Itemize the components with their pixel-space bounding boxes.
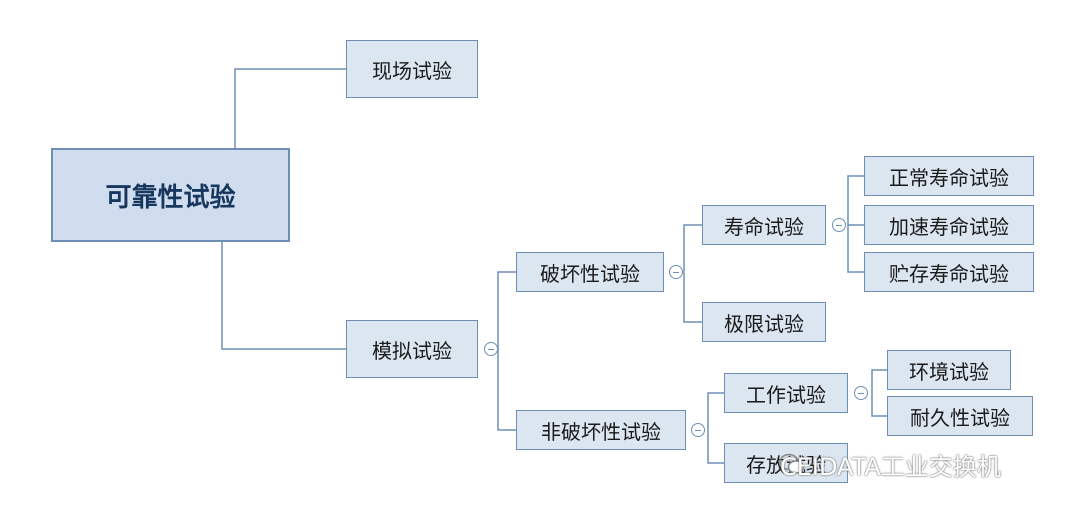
connector-simulation-destructive [497, 271, 516, 349]
collapse-toggle-destructive[interactable] [669, 265, 683, 279]
node-storage-test[interactable]: 存放试验 [724, 443, 848, 483]
connector-nondestructive-work [707, 392, 724, 430]
node-durability-test[interactable]: 耐久性试验 [887, 396, 1033, 436]
collapse-toggle-simulation[interactable] [484, 342, 498, 356]
connector-life-storage [847, 225, 864, 273]
collapse-toggle-nondestructive[interactable] [691, 423, 705, 437]
node-normal-life-test[interactable]: 正常寿命试验 [864, 156, 1034, 196]
connector-destructive-limit [683, 272, 702, 323]
node-work-test[interactable]: 工作试验 [724, 373, 848, 413]
node-nondestructive-test[interactable]: 非破坏性试验 [516, 410, 686, 450]
node-field-test[interactable]: 现场试验 [346, 40, 478, 98]
node-storage-life-test[interactable]: 贮存寿命试验 [864, 252, 1034, 292]
node-environment-test[interactable]: 环境试验 [887, 350, 1011, 390]
node-destructive-test[interactable]: 破坏性试验 [516, 252, 664, 292]
connector-simulation-nondestructive [497, 349, 516, 431]
connector-destructive-life [683, 224, 702, 272]
connector-work-durability [871, 393, 887, 417]
connector-root-simulation [221, 242, 346, 350]
connector-root-field [234, 68, 346, 148]
wechat-icon [779, 453, 805, 474]
connector-life-normal [847, 175, 864, 225]
node-accelerated-life-test[interactable]: 加速寿命试验 [864, 205, 1034, 245]
connector-work-environment [871, 369, 887, 393]
connector-nondestructive-storage [707, 430, 724, 464]
node-simulation-test[interactable]: 模拟试验 [346, 320, 478, 378]
collapse-toggle-life[interactable] [832, 218, 846, 232]
node-limit-test[interactable]: 极限试验 [702, 302, 826, 342]
node-root[interactable]: 可靠性试验 [51, 148, 290, 242]
collapse-toggle-work[interactable] [854, 386, 868, 400]
watermark-text: CEIDATA工业交换机 [780, 453, 1001, 481]
node-life-test[interactable]: 寿命试验 [702, 205, 826, 245]
